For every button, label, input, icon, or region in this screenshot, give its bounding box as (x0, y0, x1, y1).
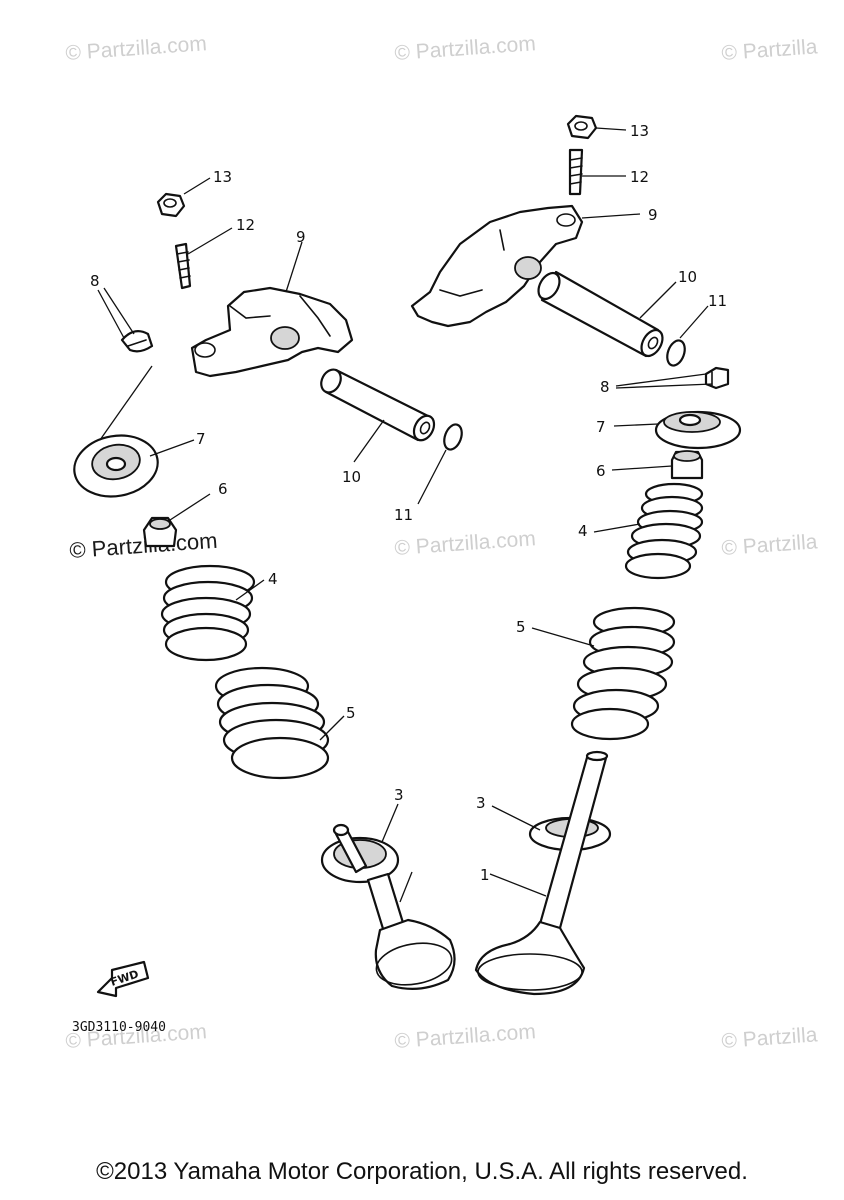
part-6-valve-stem-seal-right (670, 450, 704, 480)
watermarks: © Partzilla.com © Partzilla.com © Partzi… (65, 32, 819, 1053)
watermark: © Partzilla.com (394, 32, 537, 65)
part-10-rocker-shaft-right (537, 270, 664, 358)
part-11-o-ring-right (666, 339, 686, 367)
callout-7-left: 7 (196, 430, 206, 448)
callout-5-left: 5 (346, 704, 356, 722)
callout-12-left: 12 (236, 216, 255, 234)
callout-6-right: 6 (596, 462, 606, 480)
part-13-nut-left (156, 192, 186, 218)
watermark: © Partzilla (721, 35, 819, 65)
callout-13-right: 13 (630, 122, 649, 140)
callout-9-right: 9 (648, 206, 658, 224)
diagram-code: 3GD3110-9040 (72, 1020, 166, 1035)
part-6-valve-stem-seal-left (142, 516, 178, 548)
callout-10-right: 10 (678, 268, 697, 286)
part-1-intake-valve-right (474, 750, 609, 996)
part-7-spring-retainer-left (73, 434, 159, 498)
callout-8-right: 8 (600, 378, 610, 396)
callout-12-right: 12 (630, 168, 649, 186)
part-4-inner-spring-right (624, 482, 704, 580)
watermark: © Partzilla.com (65, 32, 208, 65)
callout-11-right: 11 (708, 292, 727, 310)
part-12-adjust-screw-right (568, 148, 584, 196)
part-3-valve-guide-left (320, 823, 400, 884)
part-4-inner-spring-left (160, 564, 256, 662)
callout-3-left: 3 (394, 786, 404, 804)
part-5-outer-spring-right (570, 606, 676, 741)
part-12-adjust-screw-left (174, 242, 192, 290)
callout-8-left: 8 (90, 272, 100, 290)
watermark: © Partzilla (721, 530, 819, 560)
callout-11-left: 11 (394, 506, 413, 524)
watermark: © Partzilla.com (394, 527, 537, 560)
watermark: © Partzilla.com (394, 1020, 537, 1053)
callout-13-left: 13 (213, 168, 232, 186)
part-8-valve-cotter-right (704, 366, 730, 390)
copyright-notice: ©2013 Yamaha Motor Corporation, U.S.A. A… (96, 1158, 748, 1185)
callout-10-left: 10 (342, 468, 361, 486)
callout-1-right: 1 (480, 866, 490, 884)
callout-4-left: 4 (268, 570, 278, 588)
part-8-valve-cotter-left (120, 329, 154, 353)
part-9-rocker-arm-right (410, 204, 584, 328)
callout-3-right: 3 (476, 794, 486, 812)
part-10-rocker-shaft-left (320, 368, 436, 442)
callout-5-right: 5 (516, 618, 526, 636)
callout-6-left: 6 (218, 480, 228, 498)
leader-lines (97, 127, 713, 903)
callout-9-left: 9 (296, 228, 306, 246)
fwd-arrow-icon: FWD (96, 960, 150, 998)
callout-4-right: 4 (578, 522, 588, 540)
part-9-rocker-arm-left (190, 286, 354, 378)
callout-7-right: 7 (596, 418, 606, 436)
part-11-o-ring-left (443, 423, 463, 451)
part-7-spring-retainer-right (654, 410, 742, 450)
part-13-nut-right (566, 114, 598, 140)
callouts: 13 12 9 8 7 6 4 5 3 10 11 13 12 9 10 11 … (90, 122, 727, 884)
part-5-outer-spring-left (214, 666, 330, 780)
part-2-exhaust-valve-left (366, 872, 456, 991)
watermark: © Partzilla (721, 1023, 819, 1053)
